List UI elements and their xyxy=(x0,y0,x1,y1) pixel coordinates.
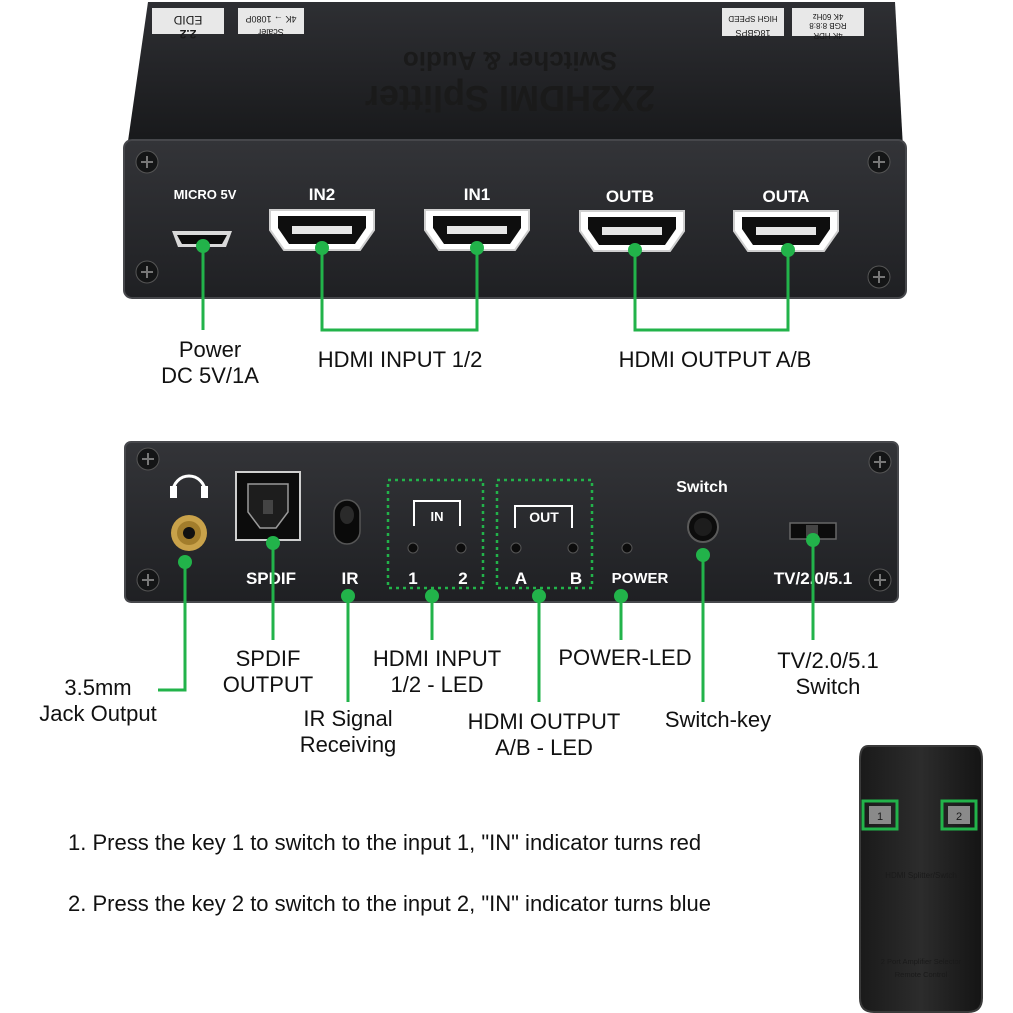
screw-icon xyxy=(868,450,892,474)
tv-slide-switch xyxy=(789,522,837,540)
badge-18gbps: 18GBPS xyxy=(735,28,770,38)
headphones-icon xyxy=(170,474,208,498)
label-switch: Switch xyxy=(676,479,728,496)
callout-spdif-output: SPDIF OUTPUT xyxy=(208,646,328,698)
screw-icon xyxy=(136,447,160,471)
callout-tv-switch: TV/2.0/5.1 Switch xyxy=(758,648,898,700)
label-power: POWER xyxy=(612,570,669,587)
callout-input-led-line2: 1/2 - LED xyxy=(390,672,484,697)
screw-icon xyxy=(136,568,160,592)
badge-version: 2.2 xyxy=(179,27,196,41)
in-led-highlight xyxy=(386,478,485,590)
instruction-note-2: 2. Press the key 2 to switch to the inpu… xyxy=(68,891,711,916)
remote-key-2-label: 2 xyxy=(956,811,962,823)
callout-ir-signal: IR Signal Receiving xyxy=(283,706,413,758)
remote-key2-highlight xyxy=(940,799,978,831)
callout-spdif-line2: OUTPUT xyxy=(222,672,314,697)
label-in1: IN1 xyxy=(464,185,490,204)
callout-power-line2: DC 5V/1A xyxy=(161,363,259,388)
label-spdif: SPDIF xyxy=(246,569,296,588)
callout-tv-switch-line1: TV/2.0/5.1 xyxy=(777,648,879,673)
label-in-box: IN xyxy=(431,509,444,524)
remote-control: 1 2 HDMI Splitter/Swtch 2 Port Amplifier… xyxy=(859,745,983,1013)
callout-spdif-line1: SPDIF xyxy=(235,646,301,671)
badge-4k-hdr: 4K HDR xyxy=(813,31,843,40)
label-out-a: A xyxy=(515,569,527,588)
lid-title: 2X2HDMI Splitter xyxy=(365,78,655,119)
top-device-lid xyxy=(127,2,903,148)
callout-tv-switch-line2: Switch xyxy=(795,674,861,699)
label-in2: IN2 xyxy=(309,185,335,204)
screw-icon xyxy=(867,150,891,174)
label-ir: IR xyxy=(342,569,359,588)
callout-jack: 3.5mm Jack Output xyxy=(18,675,178,727)
out-led-b xyxy=(567,542,579,554)
callout-power-line1: Power xyxy=(178,337,242,362)
badge-edid: EDID xyxy=(173,13,202,27)
callout-input-led: HDMI INPUT 1/2 - LED xyxy=(357,646,517,698)
remote-footer-line1: 2 Port Amplifier Selector xyxy=(881,957,962,966)
lid-printing: 2X2HDMI Splitter Switcher & Audio xyxy=(365,46,655,119)
in-led-2 xyxy=(455,542,467,554)
bottom-callout-dots xyxy=(178,533,820,603)
callout-ir-line1: IR Signal xyxy=(303,706,393,731)
remote-footer-line2: Remote Control xyxy=(895,970,948,979)
callout-jack-line2: Jack Output xyxy=(39,701,157,726)
screw-icon xyxy=(135,150,159,174)
audio-jack xyxy=(171,515,207,551)
out-led-a xyxy=(510,542,522,554)
ir-receiver xyxy=(333,499,361,545)
callout-output-led: HDMI OUTPUT A/B - LED xyxy=(451,709,637,761)
bottom-device-front-panel xyxy=(124,441,899,603)
top-callout-lines xyxy=(201,246,790,332)
top-callout-dots xyxy=(196,239,795,257)
label-in-1: 1 xyxy=(408,569,417,588)
callout-jack-line1: 3.5mm xyxy=(64,675,132,700)
bottom-device: SPDIF IR IN 1 2 OUT A B POWER Switch xyxy=(124,441,899,603)
lid-badges-left: EDID 2.2 4K → 1080P Scaler xyxy=(152,8,304,41)
out-bracket xyxy=(514,505,573,528)
callout-power: Power DC 5V/1A xyxy=(150,337,270,389)
top-device: 2X2HDMI Splitter Switcher & Audio EDID 2… xyxy=(123,2,907,299)
screw-icon xyxy=(867,265,891,289)
remote-key-2 xyxy=(948,806,970,824)
label-outa: OUTA xyxy=(763,187,810,206)
callout-power-led: POWER-LED xyxy=(558,645,692,670)
lid-subtitle: Switcher & Audio xyxy=(403,46,617,76)
spdif-port xyxy=(235,471,301,541)
screw-icon xyxy=(135,260,159,284)
callout-input-led-line1: HDMI INPUT xyxy=(372,646,502,671)
screw-icon xyxy=(868,568,892,592)
in-led-1 xyxy=(407,542,419,554)
label-in-2: 2 xyxy=(458,569,467,588)
remote-key-1 xyxy=(869,806,891,824)
label-micro-5v: MICRO 5V xyxy=(174,187,237,202)
label-out-box: OUT xyxy=(529,509,559,525)
badge-rgb: RGB 8:8:8 xyxy=(809,21,847,30)
badge-scaler: Scaler xyxy=(258,27,284,37)
instruction-note-1: 1. Press the key 1 to switch to the inpu… xyxy=(68,830,702,855)
callout-switch-key: Switch-key xyxy=(664,707,772,732)
badge-scaling: 4K → 1080P xyxy=(245,14,296,24)
bottom-callout-lines xyxy=(158,540,815,702)
lid-badges-right: HIGH SPEED 18GBPS 4K 60Hz RGB 8:8:8 4K H… xyxy=(722,8,864,40)
remote-key1-highlight xyxy=(861,799,899,831)
remote-key-1-label: 1 xyxy=(877,811,883,823)
switch-key-button xyxy=(687,511,719,543)
callout-output-led-line1: HDMI OUTPUT xyxy=(467,709,621,734)
callout-ir-line2: Receiving xyxy=(299,732,397,757)
callout-hdmi-input: HDMI INPUT 1/2 xyxy=(317,347,483,372)
label-outb: OUTB xyxy=(606,187,654,206)
out-led-highlight xyxy=(495,478,594,590)
callout-hdmi-output: HDMI OUTPUT A/B xyxy=(618,347,812,372)
badge-4k-60hz: 4K 60Hz xyxy=(813,12,844,21)
micro-usb-port xyxy=(172,231,232,247)
in-bracket xyxy=(413,500,461,526)
badge-high-speed: HIGH SPEED xyxy=(728,14,778,23)
remote-title: HDMI Splitter/Swtch xyxy=(885,871,957,880)
power-led xyxy=(621,542,633,554)
label-out-b: B xyxy=(570,569,582,588)
callout-output-led-line2: A/B - LED xyxy=(495,735,593,760)
